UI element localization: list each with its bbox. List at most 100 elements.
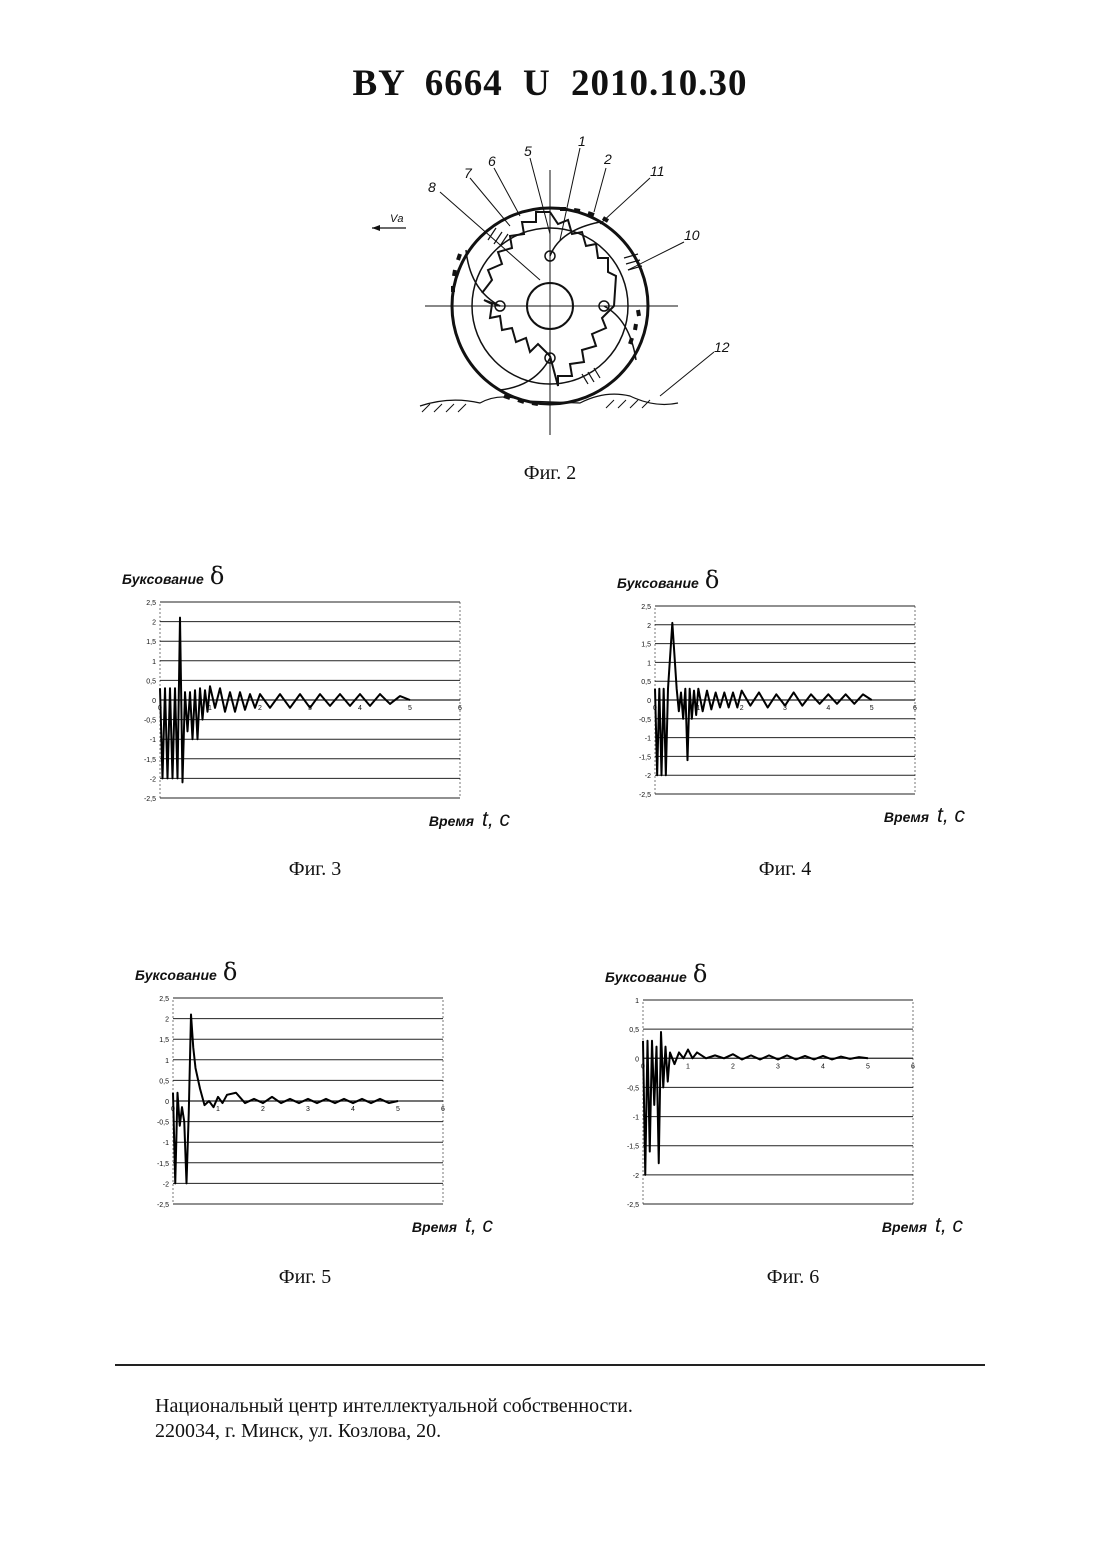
- y-tick-label: 0: [165, 1099, 169, 1106]
- x-tick-label: 5: [870, 705, 874, 712]
- chart-fig-5: БуксованиеδВремяt, с2,521,510,50-0,5-1-1…: [133, 958, 503, 1238]
- label-11: 11: [650, 163, 665, 179]
- y-tick-label: 2: [152, 620, 156, 627]
- x-tick-label: 5: [396, 1106, 400, 1113]
- y-axis-symbol: δ: [210, 562, 224, 590]
- chart-fig-4: БуксованиеδВремяt, с2,521,510,50-0,5-1-1…: [615, 566, 975, 828]
- x-axis-label-text: Время: [429, 813, 474, 829]
- y-tick-label: -2: [150, 776, 156, 783]
- y-axis-label: Буксование δ: [617, 566, 719, 594]
- y-tick-label: -0,5: [627, 1085, 639, 1092]
- chart-fig-6: БуксованиеδВремяt, с10,50-0,5-1-1,5-2-2,…: [603, 960, 973, 1238]
- figure-3-caption: Фиг. 3: [215, 858, 415, 881]
- x-tick-label: 4: [826, 705, 830, 712]
- x-axis-label: Времяt, с: [884, 804, 965, 828]
- x-tick-label: 2: [258, 705, 262, 712]
- label-5: 5: [524, 143, 532, 159]
- y-tick-label: -2: [163, 1181, 169, 1188]
- y-tick-label: 2: [165, 1017, 169, 1024]
- footer: Национальный центр интеллектуальной собс…: [155, 1394, 633, 1444]
- y-tick-label: -2,5: [627, 1202, 639, 1209]
- label-8: 8: [428, 179, 436, 195]
- x-tick-label: 4: [821, 1063, 825, 1070]
- x-axis-symbol: t, с: [482, 808, 510, 831]
- y-tick-label: 1,5: [641, 642, 651, 649]
- y-axis-label: Буксование δ: [135, 958, 237, 986]
- y-tick-label: -1: [645, 736, 651, 743]
- y-tick-label: -1,5: [157, 1161, 169, 1168]
- y-tick-label: 0,5: [146, 678, 156, 685]
- y-tick-label: -2,5: [144, 796, 156, 803]
- label-12: 12: [714, 339, 730, 355]
- plot-area: 2,521,510,50-0,5-1-1,5-2-2,50123456: [615, 600, 975, 802]
- y-tick-label: 0: [647, 698, 651, 705]
- y-tick-label: -1,5: [144, 757, 156, 764]
- y-tick-label: 2,5: [146, 600, 156, 607]
- x-tick-label: 4: [351, 1106, 355, 1113]
- x-axis-label: Время t, с: [429, 808, 510, 832]
- x-axis-label-text: Время: [882, 1219, 927, 1235]
- x-axis-label: Время t, с: [412, 1214, 493, 1238]
- plot-area: 10,50-0,5-1-1,5-2-2,50123456: [603, 994, 973, 1212]
- y-tick-label: 0,5: [629, 1027, 639, 1034]
- velocity-label: Vа: [390, 213, 403, 225]
- figure-5-caption: Фиг. 5: [205, 1266, 405, 1289]
- label-7: 7: [464, 165, 473, 181]
- y-tick-label: 2: [647, 623, 651, 630]
- figure-6-caption: Фиг. 6: [693, 1266, 893, 1289]
- wheel-diagram: 1 2 5 6 7 8 10 11 12 Vа: [360, 130, 760, 440]
- y-tick-label: -0,5: [144, 718, 156, 725]
- chart-fig-3: БуксованиеδВремяt, с2,521,510,50-0,5-1-1…: [120, 562, 520, 832]
- y-tick-label: 1: [165, 1058, 169, 1065]
- y-tick-label: 1: [635, 998, 639, 1005]
- x-axis-symbol: t, с: [935, 1214, 963, 1237]
- y-tick-label: 2,5: [641, 604, 651, 611]
- y-tick-label: -1: [633, 1115, 639, 1122]
- x-tick-label: 6: [911, 1063, 915, 1070]
- y-tick-label: -2: [645, 773, 651, 780]
- x-tick-label: 6: [913, 705, 917, 712]
- x-tick-label: 6: [441, 1106, 445, 1113]
- data-series-line: [655, 623, 872, 775]
- x-axis-label: Время t, с: [882, 1214, 963, 1238]
- y-axis-label-text: Буксование: [135, 967, 217, 983]
- x-axis-label-text: Время: [412, 1219, 457, 1235]
- y-tick-label: -2,5: [157, 1202, 169, 1209]
- y-axis-label: Буксование δ: [605, 960, 707, 988]
- y-tick-label: -0,5: [639, 717, 651, 724]
- plot-area: 2,521,510,50-0,5-1-1,5-2-2,50123456: [120, 596, 520, 806]
- footer-line-1: Национальный центр интеллектуальной собс…: [155, 1394, 633, 1419]
- x-axis-symbol: t, с: [937, 804, 965, 827]
- label-1: 1: [578, 133, 586, 149]
- plot-area: 2,521,510,50-0,5-1-1,5-2-2,50123456: [133, 992, 503, 1212]
- y-axis-symbol: δ: [223, 958, 237, 986]
- label-10: 10: [684, 227, 700, 243]
- x-tick-label: 2: [261, 1106, 265, 1113]
- y-tick-label: -1: [163, 1140, 169, 1147]
- y-axis-label-text: Буксование: [605, 969, 687, 985]
- x-tick-label: 1: [216, 1106, 220, 1113]
- x-axis-symbol: t, с: [465, 1214, 493, 1237]
- y-tick-label: 1: [152, 659, 156, 666]
- y-tick-label: -1,5: [639, 754, 651, 761]
- x-tick-label: 5: [408, 705, 412, 712]
- y-tick-label: -1,5: [627, 1144, 639, 1151]
- x-tick-label: 3: [306, 1106, 310, 1113]
- x-tick-label: 5: [866, 1063, 870, 1070]
- y-axis-symbol: δ: [705, 566, 719, 594]
- y-axis-label-text: Буксование: [617, 575, 699, 591]
- label-2: 2: [603, 151, 612, 167]
- document-header: BY 6664 U 2010.10.30: [0, 62, 1100, 105]
- y-tick-label: -2,5: [639, 792, 651, 799]
- plot-frame: [643, 1000, 913, 1204]
- y-tick-label: -0,5: [157, 1120, 169, 1127]
- x-tick-label: 6: [458, 705, 462, 712]
- y-axis-label: Буксованиеδ: [122, 562, 224, 590]
- y-axis-symbol: δ: [693, 960, 707, 988]
- x-tick-label: 1: [686, 1063, 690, 1070]
- footer-line-2: 220034, г. Минск, ул. Козлова, 20.: [155, 1419, 633, 1444]
- figure-4-caption: Фиг. 4: [685, 858, 885, 881]
- y-tick-label: -1: [150, 737, 156, 744]
- y-tick-label: 0,5: [641, 679, 651, 686]
- y-tick-label: 0,5: [159, 1078, 169, 1085]
